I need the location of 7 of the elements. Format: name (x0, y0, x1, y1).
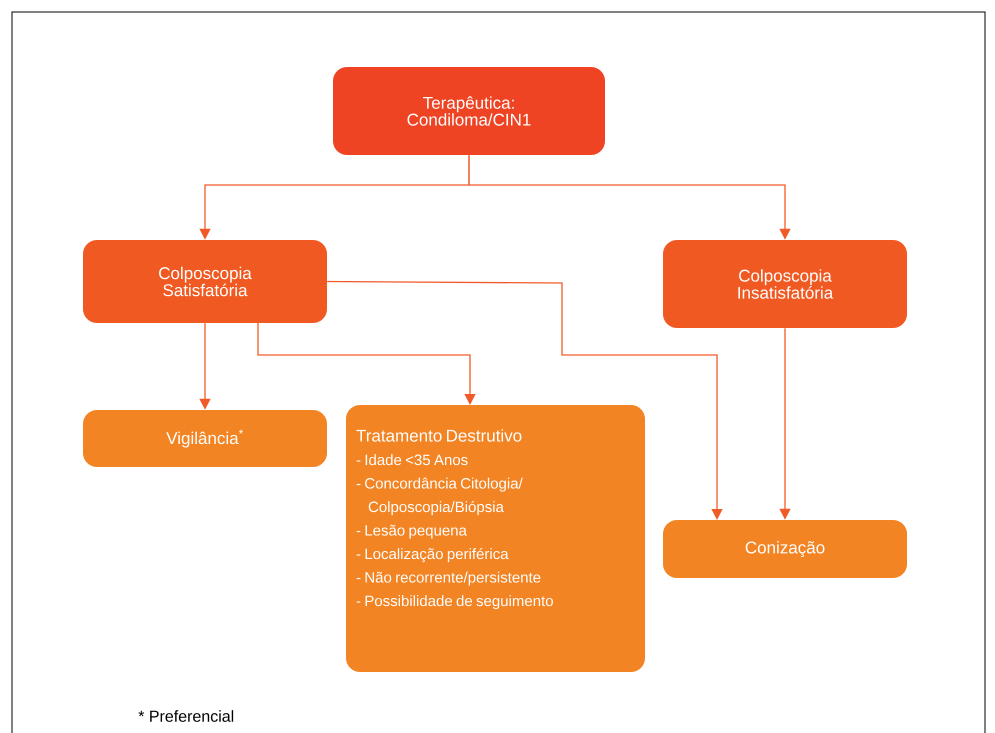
process-box: Terapêutica: Condiloma/CIN1 (333, 67, 605, 155)
process-box: Colposcopia Satisfatória (83, 240, 327, 323)
process-box: Vigilância$^{*}$ (83, 410, 327, 467)
footnote: * Preferencial (138, 710, 234, 722)
process-box: Conização (663, 520, 908, 578)
process-box: Tratamento Destrutivo - Idade <35 Anos - Concordância Citologia/ Colposcopia/Biópsia - Lesão pequena - Localização periférica - Não recorrente/persistente - Possibilidade de seguimento (346, 405, 645, 672)
process-box: Colposcopia Insatisfatória (663, 240, 908, 328)
